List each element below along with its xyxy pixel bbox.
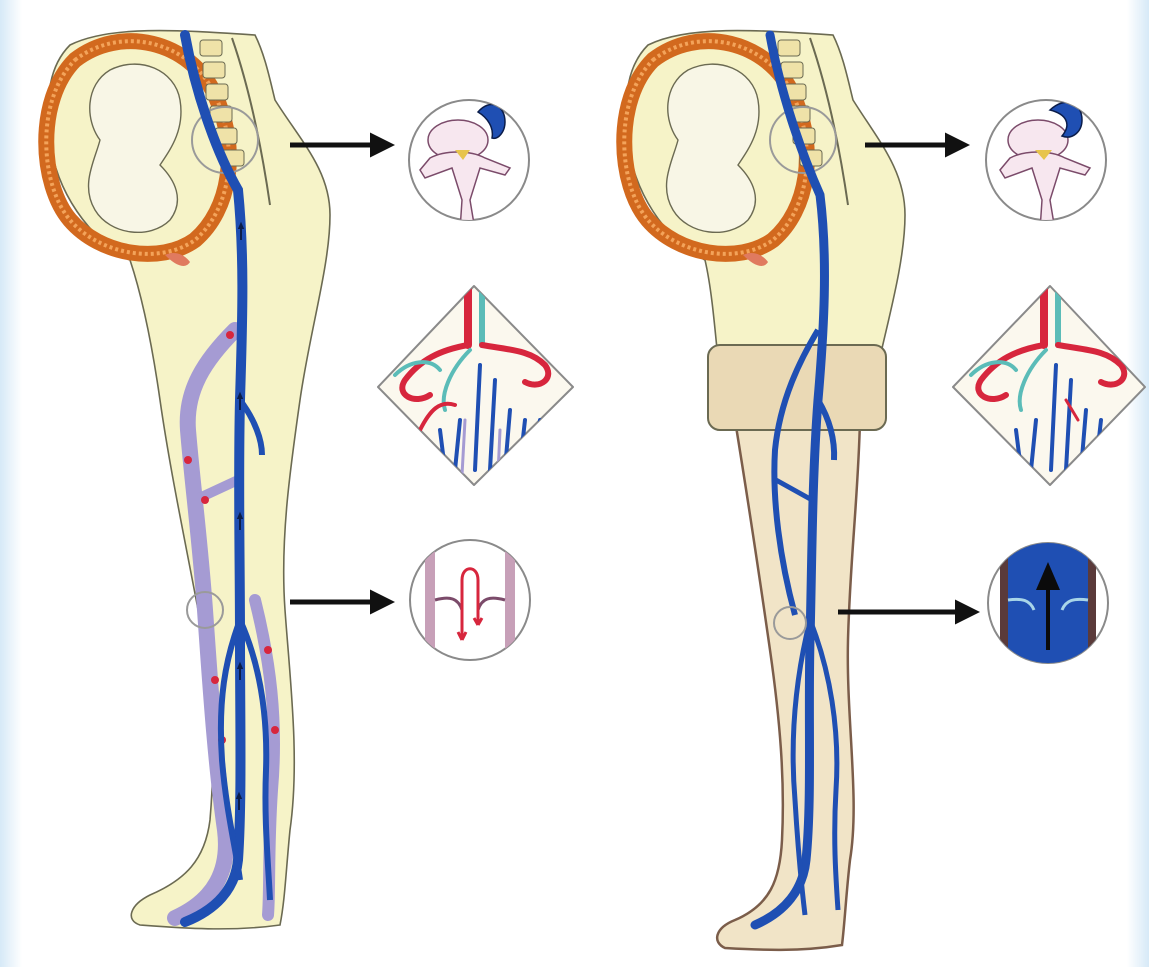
right-inset-valve [988,540,1108,670]
right-compression-stocking [717,420,860,950]
right-fetus [667,64,759,232]
left-panel [46,31,573,929]
left-inset-microcirculation [378,286,573,485]
left-inset-valve [410,540,530,660]
right-panel [624,31,1145,950]
right-inset-microcirculation [953,286,1145,485]
left-inset-vertebra [409,100,529,230]
right-stocking-top-band [708,345,886,430]
left-fetus [89,64,181,232]
right-body-silhouette [626,31,905,380]
right-inset-vertebra [986,100,1106,230]
